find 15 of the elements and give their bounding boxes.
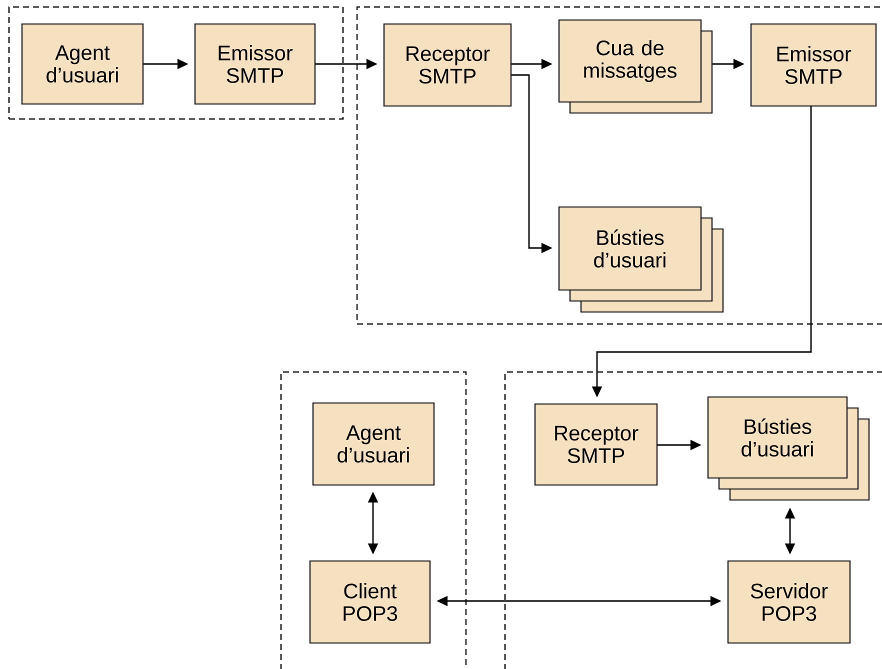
- process-box: Receptor SMTP: [383, 23, 512, 107]
- process-box: Agent d’usuari: [21, 23, 144, 105]
- process-box: Emissor SMTP: [750, 23, 877, 107]
- process-box: Emissor SMTP: [194, 23, 316, 105]
- dashed-group-frame: [356, 6, 882, 325]
- process-box: Servidor POP3: [727, 560, 851, 644]
- stacked-box: Bústies d’usuari: [558, 206, 724, 313]
- process-box: Agent d’usuari: [312, 402, 435, 486]
- stacked-box: Bústies d’usuari: [707, 396, 870, 501]
- dashed-group-frame: [504, 371, 882, 669]
- dashed-group-frame: [8, 6, 344, 120]
- stacked-box: Cua de missatges: [558, 19, 713, 114]
- dashed-group-frame: [280, 371, 467, 669]
- process-box: Receptor SMTP: [534, 403, 658, 486]
- process-box: Client POP3: [309, 560, 431, 644]
